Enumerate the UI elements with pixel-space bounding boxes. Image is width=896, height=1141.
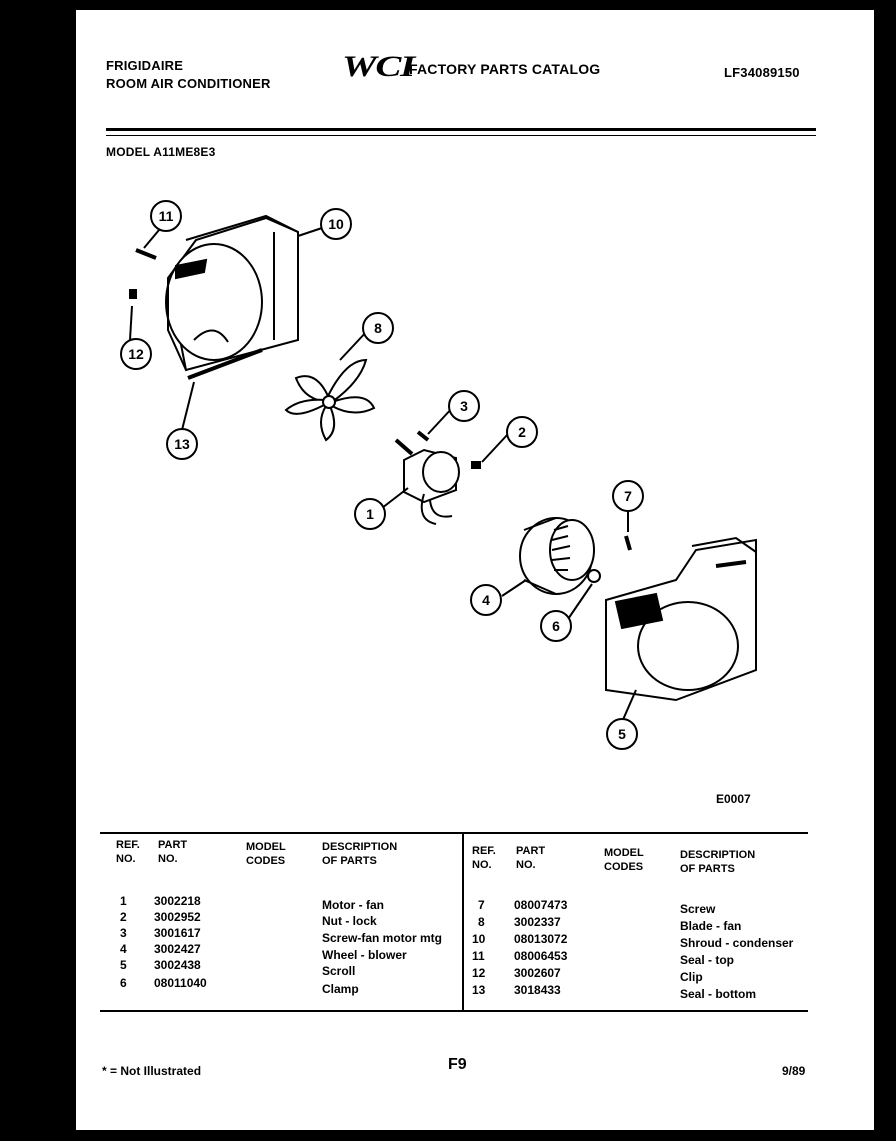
callout-7: 7: [612, 480, 644, 512]
product-name: ROOM AIR CONDITIONER: [106, 76, 271, 91]
callout-13: 13: [166, 428, 198, 460]
table-divider: [462, 832, 464, 1010]
callout-5: 5: [606, 718, 638, 750]
fan-motor-drawing: [394, 438, 460, 525]
callout-12: 12: [120, 338, 152, 370]
page-number: F9: [448, 1056, 467, 1073]
callout-4: 4: [470, 584, 502, 616]
callout-1: 1: [354, 498, 386, 530]
scroll-drawing: [605, 536, 757, 702]
blower-wheel-drawing: [519, 517, 595, 595]
exploded-parts-diagram: [129, 214, 757, 723]
callout-6: 6: [540, 610, 572, 642]
model-label: MODEL A11ME8E3: [106, 145, 216, 159]
catalog-date: 9/89: [782, 1064, 806, 1078]
callout-11: 11: [150, 200, 182, 232]
table-top-rule: [100, 832, 808, 834]
callout-2: 2: [506, 416, 538, 448]
header-rule-thin: [106, 135, 816, 136]
callout-8: 8: [362, 312, 394, 344]
wci-logo: WCI: [342, 50, 415, 83]
shroud-condenser-drawing: [165, 214, 299, 372]
callout-3: 3: [448, 390, 480, 422]
brand-name: FRIGIDAIRE: [106, 58, 184, 73]
table-bottom-rule: [100, 1010, 808, 1012]
header-rule: [106, 128, 816, 131]
callout-10: 10: [320, 208, 352, 240]
figure-code: E0007: [716, 792, 751, 806]
catalog-page: FRIGIDAIRE ROOM AIR CONDITIONER WCI FACT…: [76, 10, 874, 1130]
catalog-title: FACTORY PARTS CATALOG: [409, 61, 601, 77]
header-ref: REF.NO.: [116, 839, 140, 865]
not-illustrated-note: * = Not Illustrated: [102, 1064, 202, 1078]
header-ref-right: REF.NO.: [472, 845, 496, 871]
catalog-code: LF34089150: [724, 65, 800, 80]
fan-blade-drawing: [284, 358, 376, 442]
